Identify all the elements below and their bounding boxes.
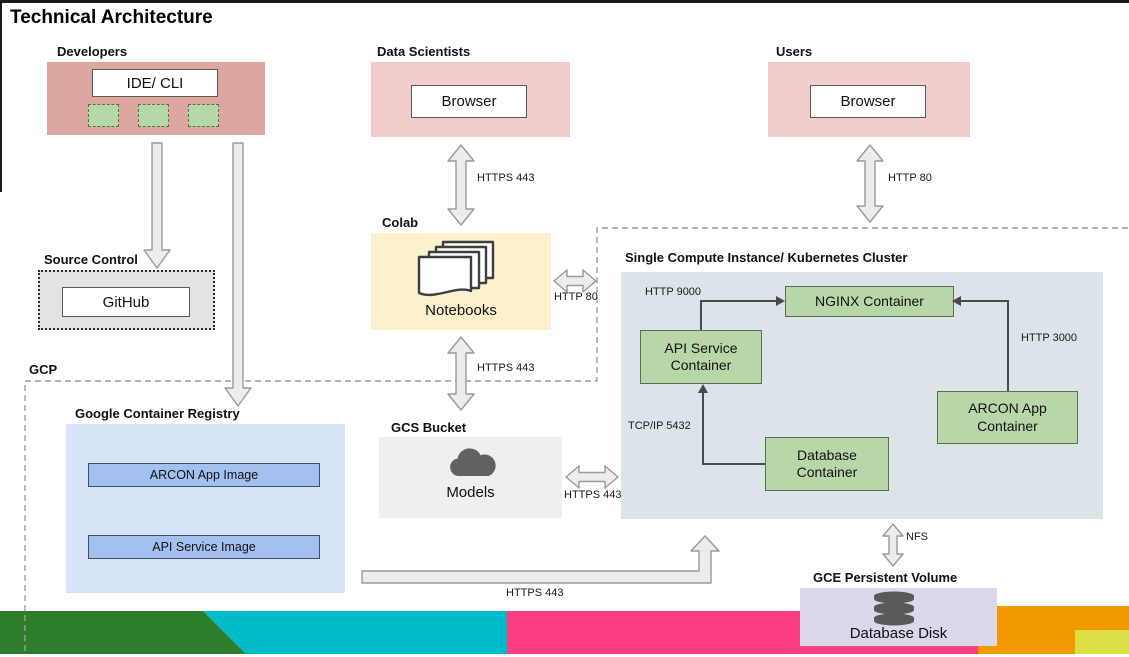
database-disk-icon	[874, 591, 914, 626]
api-service-image-box: API Service Image	[88, 535, 320, 559]
notebooks-icon	[417, 240, 495, 296]
footer-stripe-yellow	[1075, 630, 1129, 654]
users-browser-box: Browser	[810, 85, 926, 118]
developers-label: Developers	[57, 44, 128, 59]
label-cluster-volume: NFS	[906, 531, 928, 543]
label-users-cluster: HTTP 80	[888, 172, 932, 184]
gcp-label: GCP	[29, 362, 58, 377]
container-registry-group	[66, 424, 345, 593]
top-border	[0, 0, 1129, 3]
page-title: Technical Architecture	[10, 7, 213, 28]
notebooks-caption: Notebooks	[425, 302, 497, 319]
footer-stripe-green	[0, 611, 246, 654]
arcon-app-image-box: ARCON App Image	[88, 463, 320, 487]
container-registry-label: Google Container Registry	[75, 406, 240, 421]
colab-label: Colab	[382, 215, 419, 230]
ide-cli-box: IDE/ CLI	[92, 69, 218, 97]
label-colab-cluster: HTTP 80	[554, 291, 598, 303]
compute-cluster-label: Single Compute Instance/ Kubernetes Clus…	[625, 250, 908, 265]
cloud-icon	[450, 448, 496, 477]
label-bucket-cluster: HTTPS 443	[564, 489, 622, 501]
models-caption: Models	[446, 484, 495, 501]
gcs-bucket-label: GCS Bucket	[391, 420, 467, 435]
source-control-label: Source Control	[44, 252, 138, 267]
arcon-app-container-box: ARCON App Container	[937, 391, 1078, 444]
dev-workspace-box-2	[138, 104, 169, 127]
data-scientists-label: Data Scientists	[377, 44, 471, 59]
footer-stripe-cyan	[203, 611, 507, 654]
database-disk-caption: Database Disk	[849, 625, 948, 642]
data-scientists-browser-box: Browser	[411, 85, 527, 118]
label-arcon-nginx: HTTP 3000	[1021, 332, 1078, 344]
database-container-box: Database Container	[765, 437, 889, 491]
label-registry-cluster: HTTPS 443	[506, 587, 564, 599]
github-box: GitHub	[62, 287, 190, 317]
label-database-api: TCP/IP 5432	[628, 420, 691, 432]
label-api-nginx: HTTP 9000	[645, 286, 702, 298]
nginx-container-box: NGINX Container	[785, 286, 954, 317]
dev-workspace-box-1	[88, 104, 119, 127]
label-colab-bucket: HTTPS 443	[477, 362, 535, 374]
left-border	[0, 0, 2, 192]
api-service-container-box: API Service Container	[640, 330, 762, 384]
persistent-volume-label: GCE Persistent Volume	[813, 570, 958, 585]
users-label: Users	[776, 44, 813, 59]
dev-workspace-box-3	[188, 104, 219, 127]
label-data-scientists-colab: HTTPS 443	[477, 172, 535, 184]
